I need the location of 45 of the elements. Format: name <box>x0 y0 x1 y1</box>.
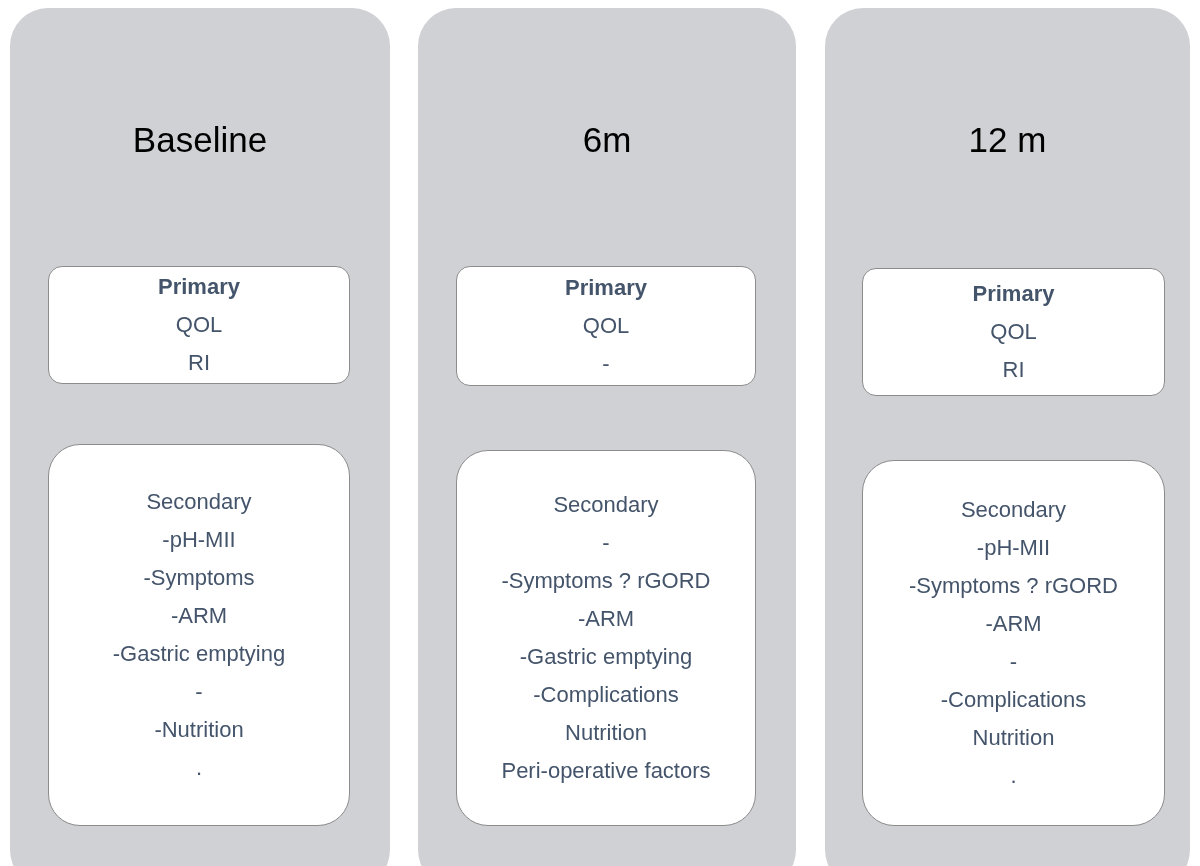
timepoint-panel <box>10 8 390 866</box>
outcome-box <box>48 266 350 384</box>
outcome-item: - <box>602 350 610 378</box>
outcome-item: RI <box>1002 356 1025 384</box>
outcome-item: -ARM <box>577 605 635 633</box>
panel-title: Baseline <box>131 120 269 160</box>
panel-title: 12 m <box>967 120 1048 160</box>
outcome-item: QOL <box>175 311 223 339</box>
outcome-item: -Gastric emptying <box>519 643 693 671</box>
panel-title: 6m <box>581 120 633 160</box>
outcome-item: . <box>195 754 203 782</box>
box-heading: Primary <box>972 280 1055 308</box>
outcome-item: -Gastric emptying <box>112 640 286 668</box>
outcome-item: Peri-operative factors <box>501 757 711 785</box>
box-heading: Secondary <box>960 496 1067 524</box>
outcome-box <box>456 266 756 386</box>
outcome-item: -ARM <box>985 610 1042 638</box>
timepoint-panel <box>418 8 796 866</box>
outcome-item: -Symptoms <box>143 564 255 592</box>
outcome-item: -ARM <box>170 602 228 630</box>
outcome-item: -pH-MII <box>162 526 236 554</box>
outcome-item: -Nutrition <box>154 716 244 744</box>
outcome-item: RI <box>188 349 210 377</box>
box-heading: Secondary <box>553 491 659 519</box>
box-heading: Primary <box>158 273 240 301</box>
outcome-item: Nutrition <box>972 724 1055 752</box>
outcome-item: -Symptoms ? rGORD <box>909 572 1118 600</box>
outcome-box <box>862 268 1165 396</box>
box-heading: Primary <box>565 274 647 302</box>
outcome-box <box>862 460 1165 826</box>
outcome-item: - <box>602 529 610 557</box>
outcome-box <box>456 450 756 826</box>
outcome-item: -pH-MII <box>976 534 1051 562</box>
outcome-item: QOL <box>990 318 1037 346</box>
outcome-item: . <box>1010 762 1017 790</box>
box-heading: Secondary <box>146 488 252 516</box>
outcome-item: QOL <box>582 312 630 340</box>
outcome-item: - <box>195 678 203 706</box>
outcome-item: -Complications <box>940 686 1087 714</box>
outcome-item: Nutrition <box>565 719 647 747</box>
outcome-item: -Symptoms ? rGORD <box>501 567 711 595</box>
outcome-box <box>48 444 350 826</box>
outcome-item: - <box>1009 648 1018 676</box>
outcome-item: -Complications <box>533 681 679 709</box>
timepoint-panel <box>825 8 1190 866</box>
